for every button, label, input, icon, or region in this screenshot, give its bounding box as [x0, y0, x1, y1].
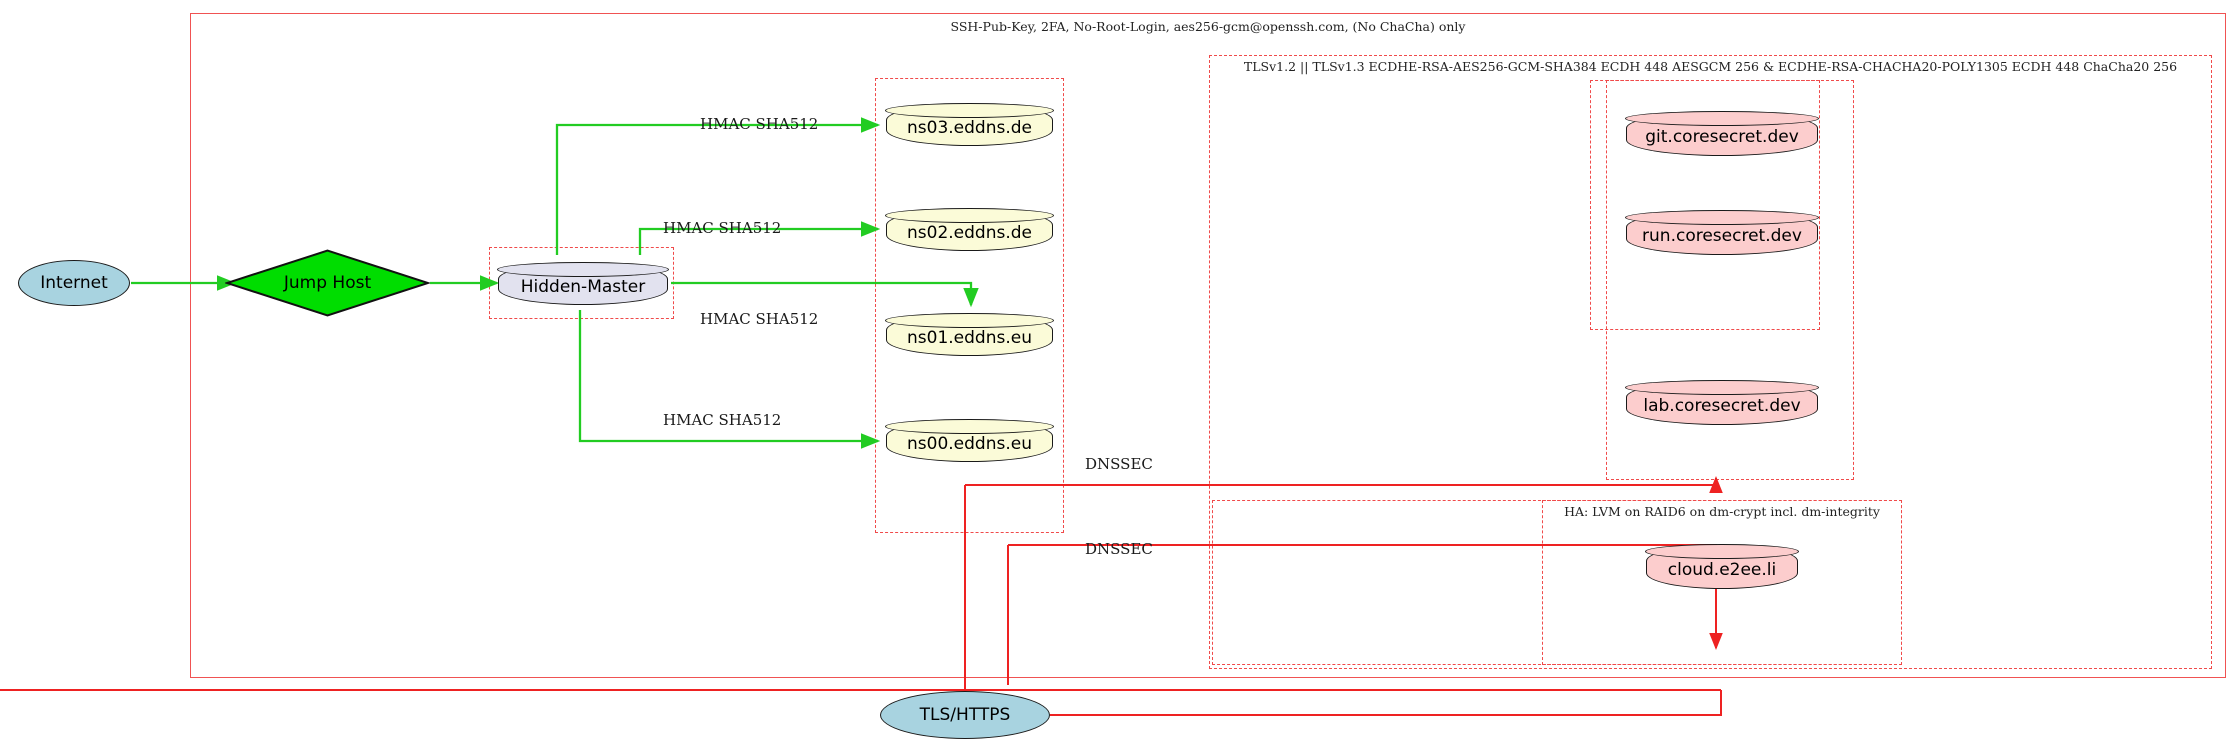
cylinder-top — [1625, 380, 1819, 396]
edge-label-hmac-ns01: HMAC SHA512 — [700, 310, 819, 328]
node-hidden-master-label: Hidden-Master — [520, 277, 646, 297]
node-internet-label: Internet — [40, 273, 108, 293]
cylinder-top — [885, 103, 1054, 119]
node-cloud-e2ee-label: cloud.e2ee.li — [1667, 560, 1777, 580]
node-cloud-e2ee[interactable]: cloud.e2ee.li — [1645, 544, 1799, 589]
cluster-ssh-label: SSH-Pub-Key, 2FA, No-Root-Login, aes256-… — [950, 19, 1466, 34]
node-ns02[interactable]: ns02.eddns.de — [885, 208, 1054, 251]
node-tls-https-label: TLS/HTTPS — [919, 705, 1011, 725]
cylinder-top — [885, 419, 1054, 435]
node-ns01[interactable]: ns01.eddns.eu — [885, 313, 1054, 356]
node-jump-host-label: Jump Host — [283, 273, 372, 293]
cluster-ssh-security-zone: SSH-Pub-Key, 2FA, No-Root-Login, aes256-… — [190, 13, 2226, 678]
node-ns01-label: ns01.eddns.eu — [907, 328, 1032, 348]
node-run-coresecret-label: run.coresecret.dev — [1642, 226, 1802, 246]
node-internet[interactable]: Internet — [18, 260, 130, 306]
node-lab-coresecret-label: lab.coresecret.dev — [1643, 396, 1801, 416]
cylinder-top — [1625, 210, 1819, 226]
cluster-tls-zone: TLSv1.2 || TLSv1.3 ECDHE-RSA-AES256-GCM-… — [1209, 55, 2212, 669]
edge-label-hmac-ns00: HMAC SHA512 — [663, 411, 782, 429]
edge-label-hmac-ns02: HMAC SHA512 — [663, 219, 782, 237]
edge-label-dnssec-lower: DNSSEC — [1085, 540, 1153, 558]
node-ns02-label: ns02.eddns.de — [907, 223, 1032, 243]
node-git-coresecret[interactable]: git.coresecret.dev — [1625, 111, 1819, 156]
cluster-coresecret-lab-zone — [1606, 80, 1854, 480]
cylinder-top — [1645, 544, 1799, 560]
node-jump-host[interactable]: Jump Host — [223, 249, 432, 317]
jump-host-shape — [223, 249, 432, 317]
node-ns03[interactable]: ns03.eddns.de — [885, 103, 1054, 146]
node-ns03-label: ns03.eddns.de — [907, 118, 1032, 138]
edge-label-dnssec-upper: DNSSEC — [1085, 455, 1153, 473]
cylinder-top — [885, 313, 1054, 329]
cylinder-top — [1625, 111, 1819, 127]
node-ns00[interactable]: ns00.eddns.eu — [885, 419, 1054, 462]
node-ns00-label: ns00.eddns.eu — [907, 434, 1032, 454]
cluster-dns-zone — [875, 78, 1064, 533]
cluster-cloud-zone — [1212, 500, 1902, 665]
node-tls-https[interactable]: TLS/HTTPS — [880, 691, 1050, 739]
node-run-coresecret[interactable]: run.coresecret.dev — [1625, 210, 1819, 255]
node-hidden-master[interactable]: Hidden-Master — [497, 262, 669, 305]
cylinder-top — [885, 208, 1054, 224]
cluster-tls-label: TLSv1.2 || TLSv1.3 ECDHE-RSA-AES256-GCM-… — [1243, 59, 2178, 74]
node-git-coresecret-label: git.coresecret.dev — [1645, 127, 1799, 147]
cluster-ha-label: HA: LVM on RAID6 on dm-crypt incl. dm-in… — [1564, 504, 1880, 519]
cylinder-top — [497, 262, 669, 278]
node-lab-coresecret[interactable]: lab.coresecret.dev — [1625, 380, 1819, 425]
edge-label-hmac-ns03: HMAC SHA512 — [700, 115, 819, 133]
